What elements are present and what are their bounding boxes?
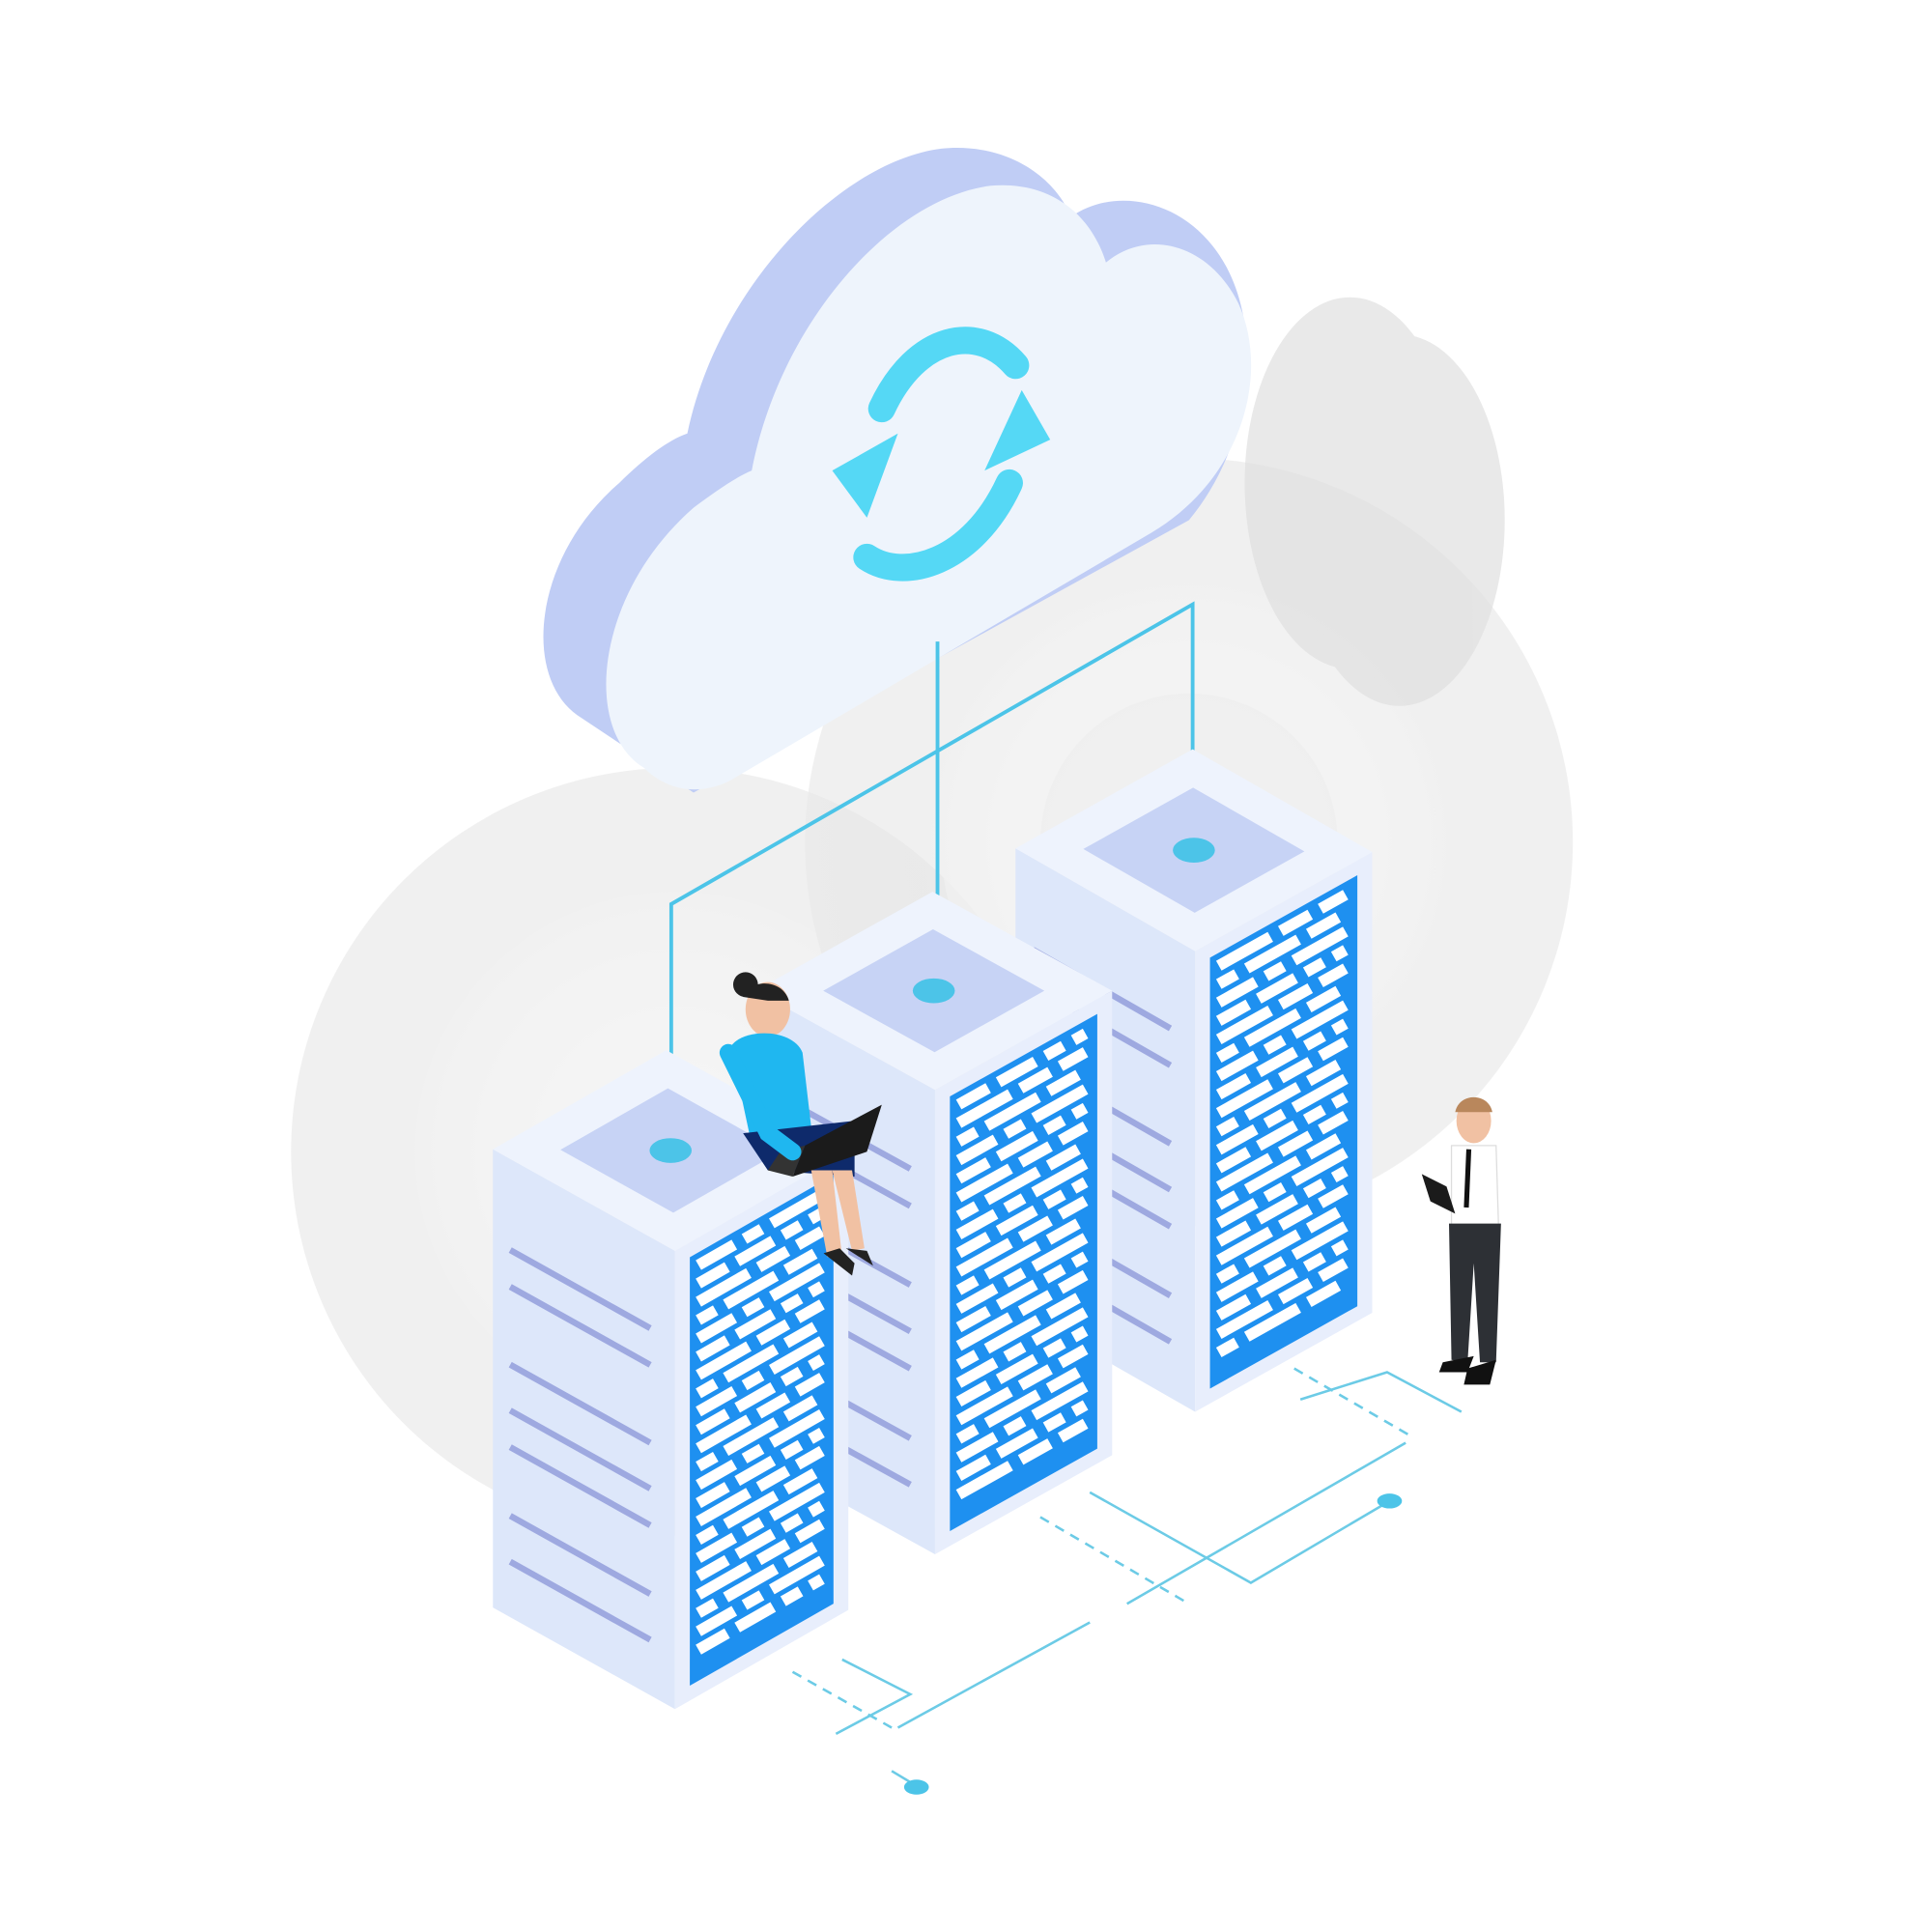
- clipboard-icon: [1421, 1174, 1456, 1214]
- circuit-nodes: [903, 1493, 1403, 1795]
- server-racks: [493, 749, 1373, 1710]
- sync-arrows-icon: [853, 327, 1030, 582]
- person-with-laptop: [719, 972, 882, 1276]
- cloud-icon: [543, 148, 1505, 793]
- server-rack-icon: [493, 1050, 849, 1710]
- person-with-clipboard: [1421, 1096, 1501, 1385]
- circuit-lines: [791, 1367, 1463, 1787]
